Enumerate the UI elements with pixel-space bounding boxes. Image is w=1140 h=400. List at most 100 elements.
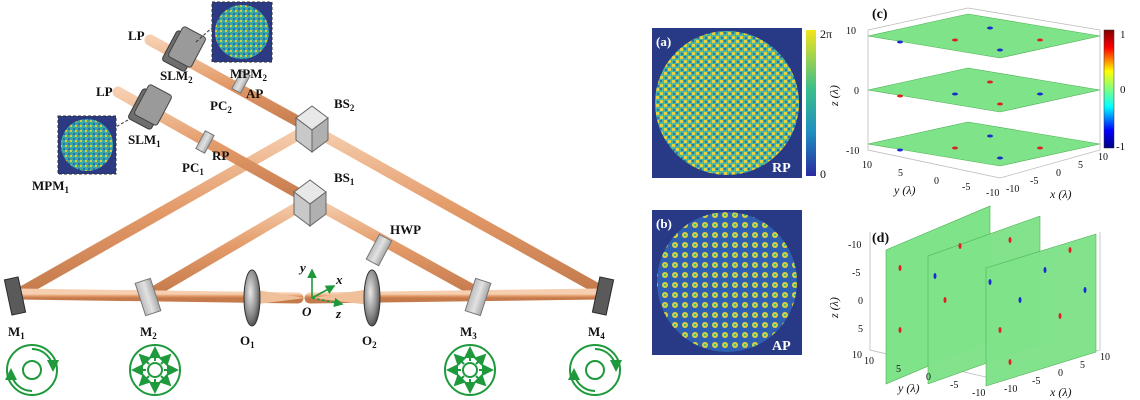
label-mpm2: MPM (230, 66, 262, 81)
pol-m4 (568, 344, 622, 396)
label-slm1-sub: 1 (156, 139, 161, 149)
plot-c-axes-text: 10 0 -10 z (λ) 10 5 0 -5 -10 y (λ) -10 -… (827, 26, 1108, 201)
plot-c-x-tick-0: -10 (1006, 184, 1019, 195)
plot-d: (d) -10 -5 0 5 (827, 205, 1110, 399)
label-axis-y: y (298, 260, 306, 275)
label-o1: O (240, 333, 250, 348)
beam-bs2-m1 (12, 122, 316, 300)
spot (952, 92, 958, 96)
panel-b-label: AP (772, 339, 791, 354)
pol-m2 (129, 344, 181, 396)
svg-text:MPM2: MPM2 (230, 66, 267, 83)
bs2-cube (295, 105, 329, 153)
plane-c-bot (867, 121, 1101, 167)
spot (997, 102, 1003, 106)
optical-setup: LP LP SLM2 SLM1 MPM2 MPM1 PC2 PC1 AP RP … (3, 1, 622, 396)
svg-text:O2: O2 (362, 333, 377, 350)
spot (1083, 287, 1087, 293)
coordinate-axes (307, 268, 344, 308)
focus-cone-right (312, 289, 370, 305)
plane-c-top (867, 13, 1101, 59)
label-bs2-sub: 2 (350, 103, 355, 113)
spot (998, 327, 1002, 333)
spot (1018, 297, 1022, 303)
plot-c-y-tick-3: -5 (962, 182, 970, 193)
svg-text:SLM1: SLM1 (128, 132, 161, 149)
label-bs1: BS (334, 170, 350, 185)
spot (1043, 267, 1047, 273)
plane-d-front (985, 233, 1097, 387)
pol-m3 (444, 344, 496, 396)
plot-d-z-tick-2: 0 (858, 296, 863, 307)
label-pc1-sub: 1 (199, 167, 204, 177)
plot-d-x-tick-0: -10 (1004, 384, 1017, 395)
svg-text:M2: M2 (140, 324, 157, 341)
label-pc1: PC (182, 160, 199, 175)
plot-c-planes (867, 13, 1101, 167)
svg-text:BS2: BS2 (334, 96, 355, 113)
spot (1037, 92, 1043, 96)
label-m4-sub: 4 (600, 331, 605, 341)
label-rp: RP (212, 148, 229, 163)
setup-labels: LP LP SLM2 SLM1 MPM2 MPM1 PC2 PC1 AP RP … (8, 28, 605, 350)
plot-d-z-tick-0: -10 (848, 240, 861, 251)
plot-c-y-label: y (λ) (893, 183, 916, 197)
beam-bs1-m2 (144, 194, 316, 300)
colorbar-max: 2π (820, 27, 832, 41)
label-lp-top: LP (128, 28, 145, 43)
plot-c-spots (897, 26, 1043, 160)
colorbar-min: 0 (820, 167, 826, 181)
label-o2: O (362, 333, 372, 348)
plane-c-mid (867, 67, 1101, 113)
plot-d-axes-text: -10 -5 0 5 10 z (λ) 10 5 0 -5 -10 y (λ) … (827, 240, 1110, 399)
phase-colorbar: 2π 0 (806, 27, 832, 181)
label-m1: M (8, 324, 20, 339)
label-lp-mid: LP (96, 84, 113, 99)
pc1-plate (195, 130, 215, 154)
slm2 (162, 25, 215, 72)
plot-c-z-tick-0: 10 (846, 26, 856, 37)
plot-c-x-tick-4: 10 (1098, 152, 1108, 163)
plot-c-z-tick-2: -10 (846, 146, 859, 157)
m4-mirror (591, 276, 615, 316)
label-pc2-sub: 2 (227, 105, 232, 115)
label-m2: M (140, 324, 152, 339)
label-m1-sub: 1 (20, 331, 25, 341)
panel-a-label: RP (772, 161, 791, 176)
hwp-plate (365, 233, 393, 267)
svg-text:PC2: PC2 (210, 98, 232, 115)
plot-c-x-tick-1: -5 (1030, 176, 1038, 187)
plot-c-y-tick-2: 0 (934, 176, 939, 187)
spot (897, 148, 903, 152)
plot-d-planes (885, 205, 1097, 387)
label-mpm1-sub: 1 (64, 185, 69, 195)
m1-mirror (3, 276, 27, 316)
spot (952, 146, 958, 150)
plot-d-x-tick-2: 0 (1058, 368, 1063, 379)
svg-text:MPM1: MPM1 (32, 178, 69, 195)
label-m2-sub: 2 (152, 331, 157, 341)
label-bs1-sub: 1 (350, 177, 355, 187)
bs1-cube (293, 179, 327, 227)
pc2-plate (231, 70, 251, 94)
plot-c-tag: (c) (872, 7, 888, 22)
label-axis-x: x (335, 272, 343, 287)
plot-c-y-tick-1: 5 (898, 168, 903, 179)
plot-d-x-label: x (λ) (1049, 385, 1072, 399)
panel-b-tag: (b) (656, 216, 672, 231)
plot-d-y-tick-2: 0 (926, 372, 931, 383)
plot-c-colorbar: 1 0 -1 (1103, 29, 1126, 153)
polarization-diagrams (5, 344, 622, 396)
spot (988, 279, 992, 285)
svg-text:SLM2: SLM2 (160, 68, 193, 85)
spot (1068, 247, 1072, 253)
mpm2-thumbnail (211, 1, 273, 63)
svg-text:BS1: BS1 (334, 170, 355, 187)
plot-d-y-tick-0: 10 (864, 356, 874, 367)
mpm1-thumbnail (57, 115, 117, 175)
spot (1037, 146, 1043, 150)
label-bs2: BS (334, 96, 350, 111)
o1-lens (243, 269, 261, 327)
label-m3-sub: 3 (472, 331, 477, 341)
plot-c-x-tick-2: 0 (1056, 168, 1061, 179)
